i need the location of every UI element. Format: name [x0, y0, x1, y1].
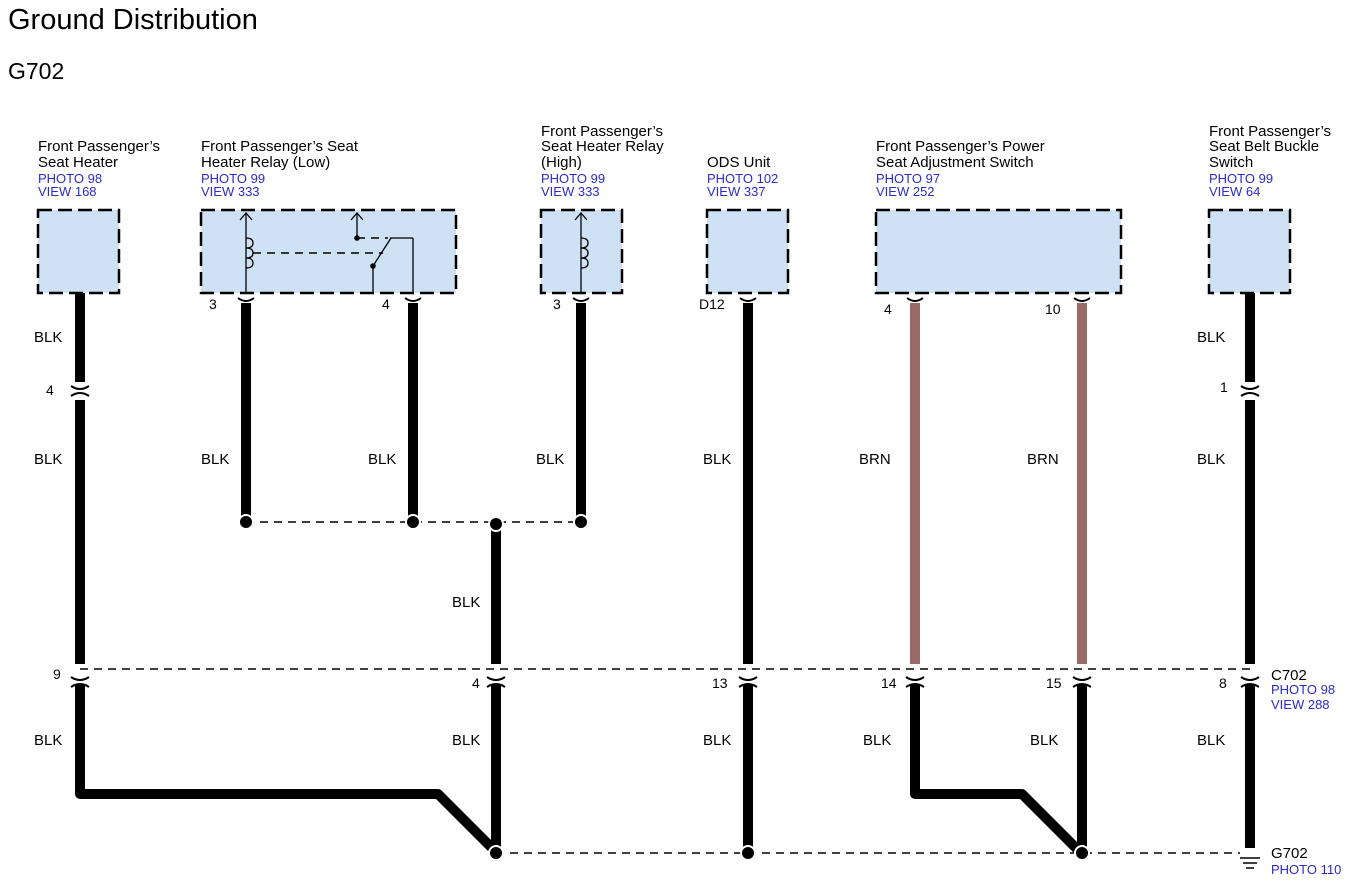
view-ref: VIEW 252: [876, 184, 935, 199]
pin-label: 15: [1046, 675, 1062, 691]
pin-label: 4: [472, 675, 480, 691]
wire-color-label: BLK: [34, 732, 62, 749]
ods-unit-box[interactable]: [705, 208, 790, 295]
svg-text:Heater Relay (Low): Heater Relay (Low): [201, 154, 330, 171]
power-seat-switch-box[interactable]: [874, 208, 1123, 295]
wire-color-label: BLK: [452, 732, 480, 749]
svg-text:Seat Heater: Seat Heater: [38, 154, 118, 171]
relay-low-box[interactable]: [199, 208, 458, 295]
inline-connector-marks: [70, 385, 1260, 688]
svg-text:Front Passenger’s: Front Passenger’s: [541, 123, 663, 140]
wire-color-label: BLK: [1197, 732, 1225, 749]
view-ref: VIEW 333: [541, 184, 600, 199]
pin-label: D12: [699, 296, 725, 312]
wire-color-label: BLK: [1030, 732, 1058, 749]
relay-low-schematic: [239, 212, 414, 293]
pin-label: 10: [1045, 301, 1061, 317]
label-belt-buckle-switch: Front Passenger’s Seat Belt Buckle Switc…: [1209, 123, 1331, 199]
pin-label: 4: [46, 382, 54, 398]
view-ref: VIEW 333: [201, 184, 260, 199]
label-relay-low: Front Passenger’s Seat Heater Relay (Low…: [201, 138, 359, 199]
ground-g702-label: G702 PHOTO 110: [1271, 845, 1341, 877]
page-subtitle: G702: [8, 58, 64, 84]
photo-ref: PHOTO 102: [707, 171, 778, 186]
wire-color-label: BLK: [34, 329, 62, 346]
svg-text:ODS Unit: ODS Unit: [707, 154, 771, 171]
wire-switch-4-blk[interactable]: [910, 685, 1084, 856]
svg-text:G702: G702: [1271, 845, 1308, 862]
svg-text:Seat Adjustment Switch: Seat Adjustment Switch: [876, 154, 1034, 171]
photo-ref: PHOTO 99: [541, 171, 605, 186]
photo-ref: PHOTO 99: [201, 171, 265, 186]
view-ref: VIEW 168: [38, 184, 97, 199]
svg-text:Front Passenger’s Power: Front Passenger’s Power: [876, 138, 1045, 155]
svg-text:Switch: Switch: [1209, 154, 1253, 171]
page-title: Ground Distribution: [8, 4, 258, 36]
relay-high-schematic: [574, 212, 589, 293]
connector-c702-label: C702 PHOTO 98 VIEW 288: [1271, 667, 1335, 712]
pin-label: 4: [382, 296, 390, 312]
wire-color-label: BLK: [703, 451, 731, 468]
wire-color-label: BRN: [859, 451, 891, 468]
wire-color-label: BLK: [536, 451, 564, 468]
belt-buckle-switch-box[interactable]: [1207, 208, 1292, 295]
view-ref: VIEW 337: [707, 184, 766, 199]
photo-ref: PHOTO 110: [1271, 862, 1341, 877]
ground-icon: [1240, 857, 1260, 869]
wire-color-label: BLK: [1197, 329, 1225, 346]
pin-label: 13: [712, 675, 728, 691]
pin-label: 4: [884, 301, 892, 317]
wire-color-label: BLK: [703, 732, 731, 749]
pin-label: 9: [53, 666, 61, 682]
wire-color-label: BLK: [452, 594, 480, 611]
wire-color-label: BRN: [1027, 451, 1059, 468]
view-ref: VIEW 288: [1271, 697, 1330, 712]
label-ods-unit: ODS Unit PHOTO 102 VIEW 337: [707, 154, 778, 199]
pin-label: 1: [1220, 379, 1228, 395]
wire-color-label: BLK: [863, 732, 891, 749]
photo-ref: PHOTO 99: [1209, 171, 1273, 186]
svg-text:Front Passenger’s Seat: Front Passenger’s Seat: [201, 138, 359, 155]
svg-text:Front Passenger’s: Front Passenger’s: [38, 138, 160, 155]
view-ref: VIEW 64: [1209, 184, 1260, 199]
pin-label: 3: [209, 296, 217, 312]
svg-text:Seat Belt Buckle: Seat Belt Buckle: [1209, 138, 1319, 155]
coil-icon: [580, 237, 589, 269]
wire-seat-heater[interactable]: [75, 293, 500, 856]
label-relay-high: Front Passenger’s Seat Heater Relay (Hig…: [541, 123, 664, 199]
label-seat-heater: Front Passenger’s Seat Heater PHOTO 98 V…: [38, 138, 160, 199]
wire-color-label: BLK: [201, 451, 229, 468]
svg-text:Seat Heater Relay: Seat Heater Relay: [541, 138, 664, 155]
wire-color-label: BLK: [1197, 451, 1225, 468]
splice-dots: [238, 514, 1090, 861]
svg-text:C702: C702: [1271, 667, 1307, 684]
pin-label: 3: [553, 296, 561, 312]
label-power-seat-switch: Front Passenger’s Power Seat Adjustment …: [876, 138, 1045, 199]
photo-ref: PHOTO 98: [1271, 682, 1335, 697]
wire-color-label: BLK: [368, 451, 396, 468]
seat-heater-box[interactable]: [36, 208, 121, 295]
photo-ref: PHOTO 97: [876, 171, 940, 186]
photo-ref: PHOTO 98: [38, 171, 102, 186]
svg-text:(High): (High): [541, 154, 582, 171]
pin-label: 14: [881, 675, 897, 691]
pin-label: 8: [1219, 675, 1227, 691]
wire-color-label: BLK: [34, 451, 62, 468]
terminal-marks: [237, 297, 1091, 302]
switch-contact-icon: [372, 237, 392, 267]
svg-text:Front Passenger’s: Front Passenger’s: [1209, 123, 1331, 140]
